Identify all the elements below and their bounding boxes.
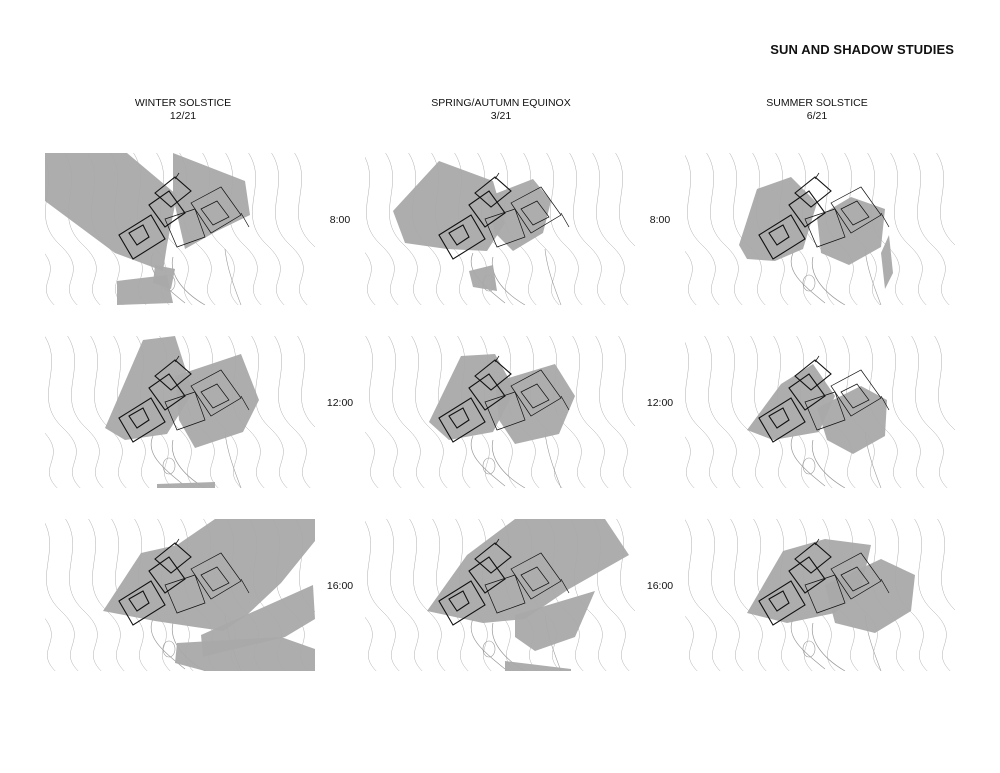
time-label-row1: 8:00 [329,214,351,226]
shadow-study-summer-1200 [685,336,955,488]
time-label-row1: 8:00 [649,214,671,226]
shadow-study-equinox-1600 [365,519,635,671]
time-label-row2: 12:00 [326,397,354,409]
shadow-study-equinox-0800 [365,153,635,305]
column-name: SPRING/AUTUMN EQUINOX [431,97,571,109]
column-header-winter: WINTER SOLSTICE 12/21 [73,97,293,123]
shadow-study-summer-1600 [685,519,955,671]
shadow-study-winter-0800 [45,153,315,305]
shadow-study-winter-1200 [45,336,315,488]
column-date: 12/21 [169,110,197,122]
shadow-study-equinox-1200 [365,336,635,488]
shadow-study-winter-1600 [45,519,315,671]
column-date: 3/21 [490,110,512,122]
sheet-title: SUN AND SHADOW STUDIES [770,42,954,57]
column-name: WINTER SOLSTICE [134,97,232,109]
column-date: 6/21 [806,110,828,122]
column-header-equinox: SPRING/AUTUMN EQUINOX 3/21 [391,97,611,123]
time-label-row3: 16:00 [326,580,354,592]
shadow-study-summer-0800 [685,153,955,305]
time-label-row3: 16:00 [646,580,674,592]
time-label-row2: 12:00 [646,397,674,409]
column-name: SUMMER SOLSTICE [766,97,868,109]
column-header-summer: SUMMER SOLSTICE 6/21 [707,97,927,123]
